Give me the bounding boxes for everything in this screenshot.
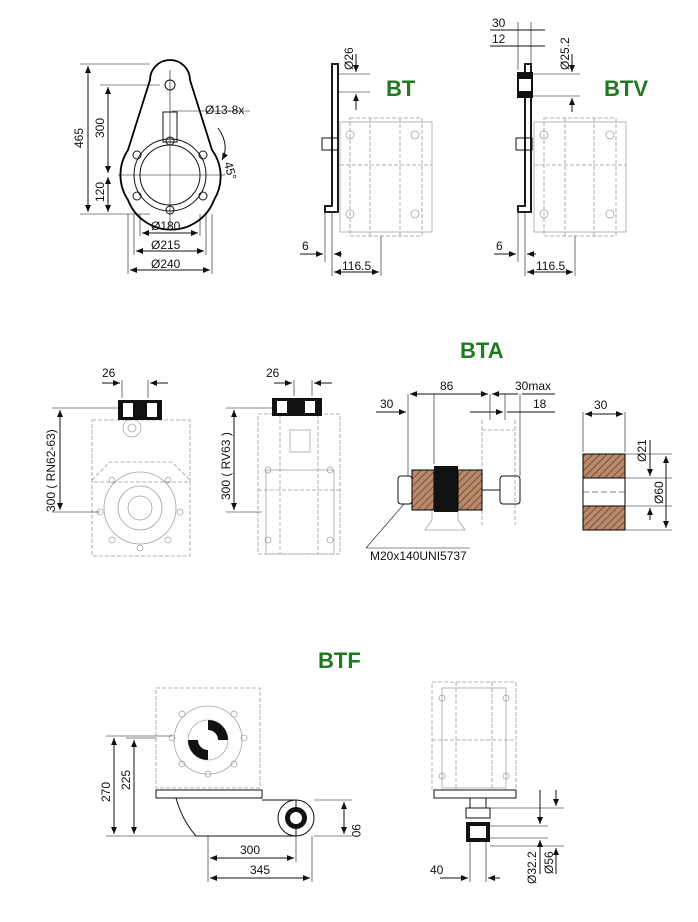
bta-bolt-86: 86 bbox=[440, 379, 454, 393]
bta-bush-d60: Ø60 bbox=[652, 481, 666, 504]
label-bta: BTA bbox=[460, 338, 504, 363]
bta-bolt-30: 30 bbox=[380, 397, 394, 411]
btf-dim-90: 90 bbox=[349, 824, 363, 838]
bt-dim-116: 116.5 bbox=[342, 259, 371, 273]
label-btv: BTV bbox=[604, 76, 648, 101]
bta-mid-26: 26 bbox=[266, 366, 280, 380]
btf-dim-300: 300 bbox=[240, 843, 260, 857]
bta-bushing-view bbox=[582, 411, 672, 531]
dim-300: 300 bbox=[93, 118, 107, 138]
dim-d180: Ø180 bbox=[151, 219, 181, 233]
bta-left-26: 26 bbox=[102, 366, 116, 380]
btf-dim-225: 225 bbox=[119, 770, 133, 790]
bt-dim-6: 6 bbox=[302, 239, 309, 253]
plate-outline bbox=[119, 59, 222, 231]
bt-view bbox=[300, 54, 433, 276]
btf-dim-d56: Ø56 bbox=[542, 851, 556, 874]
btv-dim-d252: Ø25.2 bbox=[558, 37, 572, 70]
bta-left-300: 300 ( RN62-63) bbox=[44, 429, 58, 512]
bta-left-view bbox=[52, 380, 191, 557]
bt-dim-d26: Ø26 bbox=[342, 47, 356, 70]
btf-dim-270: 270 bbox=[99, 782, 113, 802]
btv-view bbox=[490, 22, 627, 276]
btv-dim-30: 30 bbox=[492, 16, 506, 30]
label-btf: BTF bbox=[318, 648, 361, 673]
bta-mid-view bbox=[226, 380, 341, 555]
bta-bolt-callout: M20x140UNI5737 bbox=[370, 549, 467, 563]
dim-d215: Ø215 bbox=[151, 238, 181, 252]
dim-angle: 45° bbox=[221, 160, 239, 181]
dim-120: 120 bbox=[93, 182, 107, 202]
bta-bolt-view bbox=[365, 391, 555, 549]
btf-right-view bbox=[431, 681, 564, 882]
dim-holes: Ø13-8x bbox=[205, 103, 244, 117]
btf-dim-40: 40 bbox=[430, 863, 444, 877]
dim-d240: Ø240 bbox=[151, 257, 181, 271]
btv-dim-6: 6 bbox=[496, 239, 503, 253]
flange-plate-view bbox=[80, 59, 250, 274]
bta-bolt-18: 18 bbox=[533, 397, 547, 411]
bta-bolt-30max: 30max bbox=[515, 379, 551, 393]
btf-left-view bbox=[106, 687, 352, 882]
btf-dim-345: 345 bbox=[250, 863, 270, 877]
btf-dim-d322: Ø32.2 bbox=[525, 851, 539, 884]
bta-mid-300: 300 ( RV63 ) bbox=[219, 432, 233, 500]
dim-465: 465 bbox=[72, 128, 86, 148]
label-bt: BT bbox=[386, 76, 416, 101]
btv-dim-12: 12 bbox=[492, 32, 506, 46]
btv-dim-116: 116.5 bbox=[536, 259, 565, 273]
bta-bush-d21: Ø21 bbox=[635, 439, 649, 462]
bta-bush-30: 30 bbox=[594, 398, 608, 412]
slot bbox=[162, 111, 178, 143]
